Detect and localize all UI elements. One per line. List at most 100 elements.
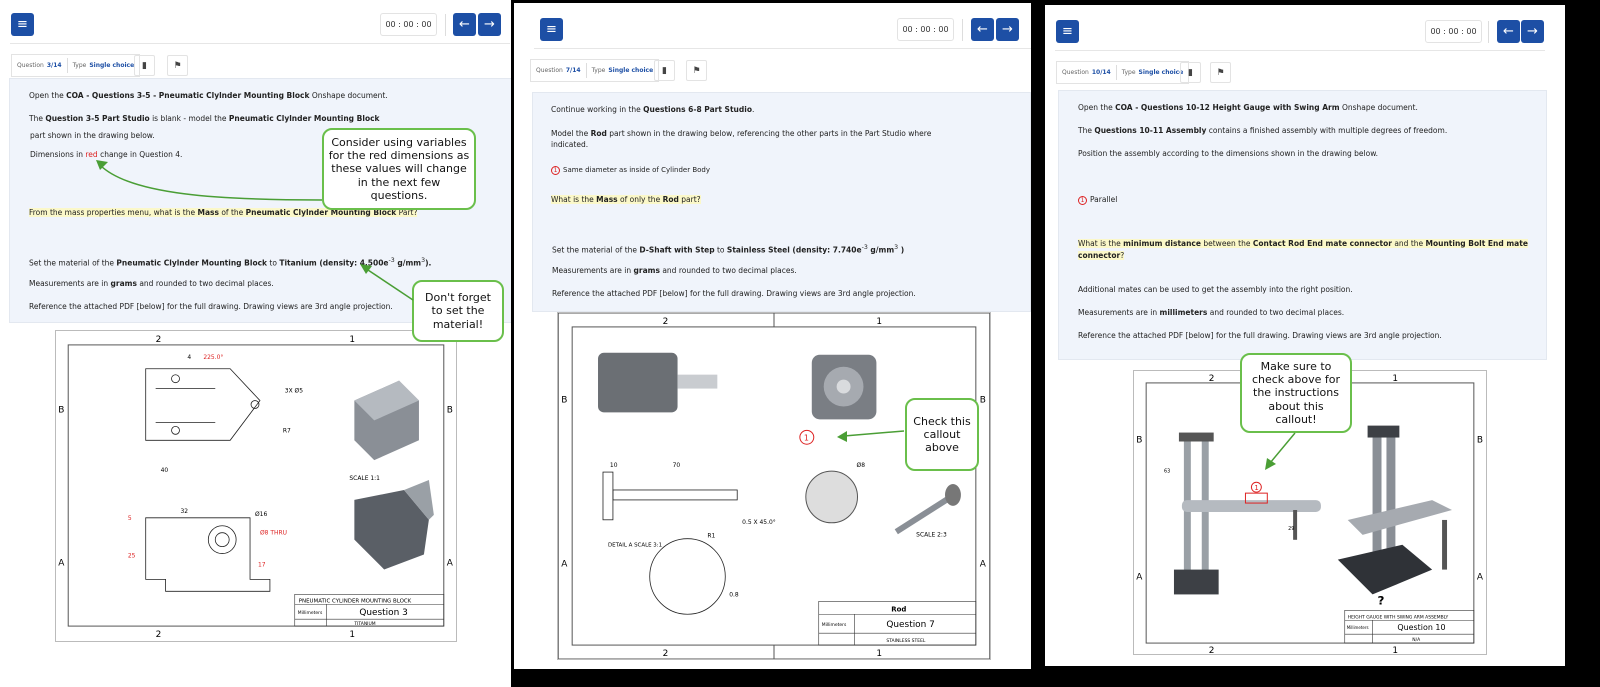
front-view <box>145 517 271 592</box>
text: part? <box>678 195 701 204</box>
text: grams <box>633 266 660 275</box>
text: Question 3-5 Part Studio <box>45 114 150 123</box>
flag-icon: ⚑ <box>1216 67 1225 78</box>
previous-button[interactable]: ← <box>453 13 476 36</box>
rod-isometric <box>894 484 961 535</box>
book-button[interactable]: ▮ <box>134 55 155 76</box>
header-divider <box>10 43 510 44</box>
menu-button[interactable]: ≡ <box>11 13 34 36</box>
zone-label: 1 <box>876 649 882 659</box>
instruction-line: Measurements are in millimeters and roun… <box>1059 308 1546 319</box>
arrow-left-icon: ← <box>459 17 470 32</box>
text: -3 <box>861 244 868 251</box>
text: part shown in the drawing below. <box>30 131 155 140</box>
tip-callout: Make sure to check above for the instruc… <box>1240 353 1352 433</box>
zone-label: 2 <box>663 317 669 327</box>
question-number: 3/14 <box>46 62 62 69</box>
text: Position the assembly according to the d… <box>1078 149 1379 158</box>
instruction-line: Open the COA - Questions 3-5 - Pneumatic… <box>10 91 511 102</box>
text: 32 <box>180 508 188 515</box>
question-text: connector? <box>1059 251 1546 262</box>
text: Rod <box>662 195 679 204</box>
book-button[interactable]: ▮ <box>1180 62 1201 83</box>
timer: 00 : 00 : 00 <box>1425 20 1482 43</box>
text: Rod <box>590 129 607 138</box>
question-text: What is the Mass of only the Rod part? <box>533 195 1030 206</box>
rod-end-view <box>805 470 859 524</box>
callout-marker-icon <box>1250 481 1262 493</box>
flag-button[interactable]: ⚑ <box>1210 62 1231 83</box>
menu-button[interactable]: ≡ <box>1056 20 1079 43</box>
instruction-line: Open the COA - Questions 10-12 Height Ga… <box>1059 103 1546 114</box>
text: Pneumatic Clylnder Mounting Block <box>116 258 268 268</box>
text: 1 <box>1254 484 1258 492</box>
book-icon: ▮ <box>1188 67 1193 78</box>
text: Same diameter as inside of Cylinder Body <box>563 166 711 174</box>
question-title: Question 10 <box>1397 623 1445 632</box>
isometric-assembly <box>1337 425 1452 595</box>
instruction-line: Measurements are in grams and rounded to… <box>10 279 511 290</box>
part-name: Rod <box>891 605 906 613</box>
text: Titanium <box>279 258 317 268</box>
flag-button[interactable]: ⚑ <box>686 60 707 81</box>
flag-button[interactable]: ⚑ <box>167 55 188 76</box>
header-divider <box>1055 50 1545 51</box>
text: STAINLESS STEEL <box>886 638 926 644</box>
text: What is the <box>1078 239 1124 248</box>
instruction-line: Reference the attached PDF [below] for t… <box>10 302 511 313</box>
front-view-assembly <box>1173 432 1321 595</box>
text: Onshape document. <box>309 91 388 100</box>
text: Additional mates can be used to get the … <box>1078 285 1353 294</box>
text: DETAIL A SCALE 3:1 <box>608 543 662 549</box>
next-button[interactable]: → <box>478 13 501 36</box>
type-value: Single choice <box>608 67 654 74</box>
text: 5 <box>128 515 132 522</box>
text: 3 <box>421 257 426 264</box>
zone-label: B <box>1477 435 1483 445</box>
zone-label: 2 <box>156 630 162 640</box>
next-button[interactable]: → <box>1521 20 1544 43</box>
menu-icon: ≡ <box>546 22 557 37</box>
text: Millimeters <box>298 610 323 616</box>
text: connector <box>1078 251 1121 260</box>
menu-icon: ≡ <box>1062 24 1073 39</box>
callout-number-icon: 1 <box>551 166 560 175</box>
text: Pneumatic Clylnder Mounting Block <box>245 208 397 217</box>
unknown-marker: ? <box>1378 593 1385 607</box>
instruction-line: Reference the attached PDF [below] for t… <box>1059 331 1546 342</box>
part-name: PNEUMATIC CYLINDER MOUNTING BLOCK <box>299 598 412 604</box>
question-text: What is the minimum distance between the… <box>1059 239 1546 250</box>
previous-button[interactable]: ← <box>1497 20 1520 43</box>
isometric-view <box>354 380 434 570</box>
text: Questions 6-8 Part Studio <box>643 105 752 114</box>
previous-button[interactable]: ← <box>971 18 994 41</box>
divider <box>1488 21 1489 43</box>
next-button[interactable]: → <box>996 18 1019 41</box>
text: Mass <box>596 195 618 204</box>
question-number: 10/14 <box>1091 69 1111 76</box>
menu-button[interactable]: ≡ <box>540 18 563 41</box>
text: 3X Ø5 <box>285 388 303 395</box>
text: 70 <box>673 462 681 469</box>
text: Ø16 <box>255 511 267 518</box>
text: ) <box>898 245 905 255</box>
instruction-line: The Questions 10-11 Assembly contains a … <box>1059 126 1546 137</box>
text: 17 <box>258 561 266 568</box>
zone-label: B <box>561 395 567 405</box>
technical-drawing: 2 1 2 1 B B A A 1 10 70 0.5 X 45.0° Ø8 S… <box>558 313 990 659</box>
text: 0.8 <box>729 591 739 598</box>
question-label: Question <box>17 62 44 69</box>
text: Part? <box>396 208 418 217</box>
text: Questions 10-11 Assembly <box>1094 126 1207 135</box>
zone-label: 2 <box>663 649 669 659</box>
text: to <box>267 258 280 268</box>
text: and rounded to two decimal places. <box>659 266 797 275</box>
text: Millimeters <box>1347 625 1369 630</box>
text: Ø8 <box>857 462 866 469</box>
book-button[interactable]: ▮ <box>654 60 675 81</box>
zone-label: A <box>561 560 568 570</box>
text: R1 <box>707 533 715 540</box>
